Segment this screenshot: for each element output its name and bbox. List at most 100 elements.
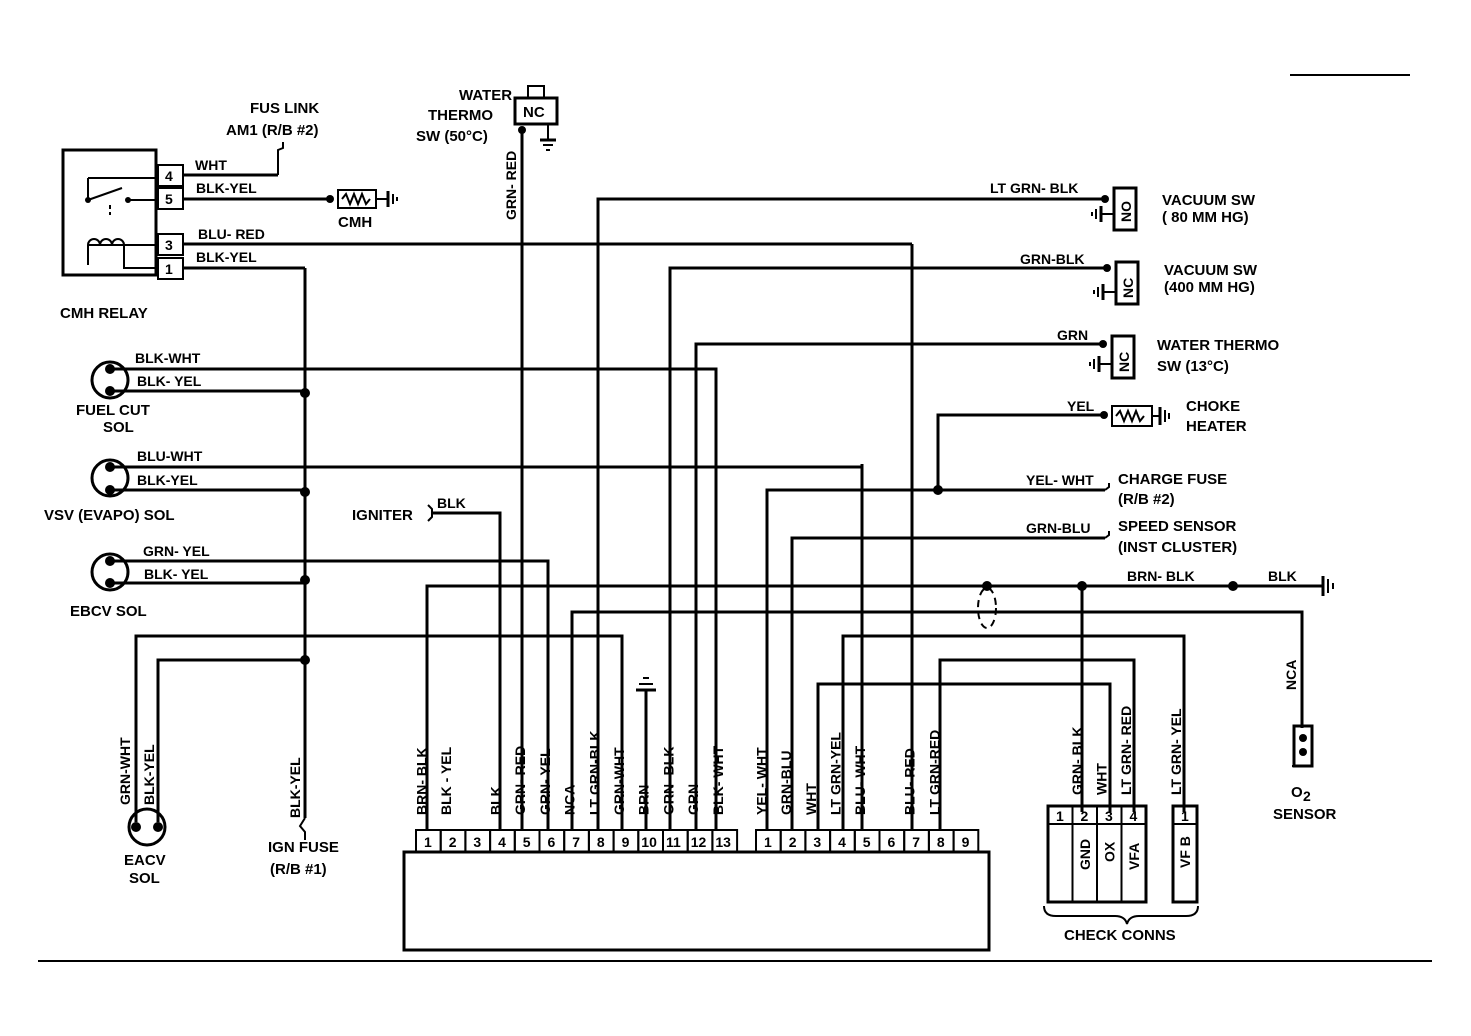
ecu-left-wire-label: BLK [487, 786, 503, 815]
ecu-left-wire-label: BRN [636, 785, 652, 815]
relay-pin-1: 1 [165, 261, 173, 277]
ecu-right-wire-label: LT GRN-YEL [827, 732, 843, 815]
ebcv-sol-label: EBCV SOL [70, 603, 147, 620]
nc-badge: NC [523, 104, 545, 121]
ecu-right-wire-label: BLU- RED [902, 748, 918, 815]
ecu-left-wire-label: BLK - YEL [438, 746, 454, 815]
choke-heater: YEL CHOKE HEATER [936, 398, 1247, 490]
ecu-ground [636, 677, 656, 830]
ecu-left-pin-number: 13 [715, 834, 731, 850]
check-conns-label: CHECK CONNS [1064, 927, 1176, 944]
nc-badge-400: NC [1120, 278, 1136, 298]
wire-yel-wht-label: YEL- WHT [1026, 472, 1094, 488]
ecu-left-pin-number: 9 [622, 834, 630, 850]
wire-blk-wht-fuel-label: BLK-WHT [135, 350, 201, 366]
water-thermo-13-label-b: SW (13°C) [1157, 358, 1229, 375]
speed-sensor-label-a: SPEED SENSOR [1118, 518, 1237, 535]
o2-sensor-label-a: O [1291, 784, 1303, 801]
ecu-left-wire-label: BLK- WHT [710, 745, 726, 815]
ecu-left-pin-number: 6 [548, 834, 556, 850]
lt-grn-red-wire [938, 658, 1136, 830]
ecu-right-pin-number: 2 [789, 834, 797, 850]
ecu-right-wire-label: LT GRN-RED [926, 730, 942, 815]
eacv-label-a: EACV [124, 852, 166, 869]
check-right-wire-label: LT GRN- YEL [1168, 708, 1184, 795]
ecu-right-wire-label: YEL- WHT [753, 747, 769, 815]
cmh-label: CMH [338, 214, 372, 231]
vsv-evapo-sol: BLU-WHT BLK-YEL VSV (EVAPO) SOL [44, 448, 862, 524]
check-wire-label: GRN- BLK [1069, 727, 1085, 795]
water-thermo-50-label-c: SW (50°C) [416, 128, 488, 145]
wire-blk-yel-eacv-label: BLK-YEL [141, 744, 157, 805]
wire-blk-yel-ign-label: BLK-YEL [287, 757, 303, 818]
wire-blk-yel-label: BLK-YEL [196, 180, 257, 196]
charge-fuse: YEL- WHT CHARGE FUSE (R/B #2) [765, 471, 1227, 830]
ecu-right-pin-number: 1 [764, 834, 772, 850]
wire-yel-label: YEL [1067, 398, 1095, 414]
ign-fuse-label: IGN FUSE [268, 839, 339, 856]
charge-fuse-label-a: CHARGE FUSE [1118, 471, 1227, 488]
wire-blk-yel-1-label: BLK-YEL [196, 249, 257, 265]
wire-blk-yel-vsv-label: BLK-YEL [137, 472, 198, 488]
wire-grn-wht-eacv-label: GRN-WHT [117, 737, 133, 805]
ecu-left-pin-number: 4 [498, 834, 506, 850]
check-right-pin-number: 1 [1181, 808, 1189, 824]
igniter: IGNITER BLK [352, 495, 502, 830]
ecu-left-wire-label: GRN- RED [512, 746, 528, 815]
ecu-left-wire-label: BRN- BLK [413, 747, 429, 815]
wht-wire [816, 682, 1112, 830]
vacuum-sw-80: LT GRN- BLK NO VACUUM SW ( 80 MM HG) [596, 180, 1256, 830]
wire-blk-label: BLK [1268, 568, 1297, 584]
wire-lt-grn-blk-label: LT GRN- BLK [990, 180, 1078, 196]
water-thermo-50-label-b: THERMO [428, 107, 493, 124]
check-signal-name: GND [1077, 839, 1093, 870]
ecu-right-pin-number: 3 [813, 834, 821, 850]
relay-wires: FUS LINK AM1 (R/B #2) WHT BLK-YEL CMH BL… [183, 100, 912, 270]
check-pin-cell [1172, 805, 1198, 825]
wire-nca-label: NCA [1283, 660, 1299, 690]
check-pin-number: 3 [1105, 808, 1113, 824]
ecu-right-wire-label: BLU- WHT [852, 745, 868, 815]
no-badge: NO [1118, 201, 1134, 222]
relay-pin-4: 4 [165, 168, 173, 184]
ecu-right-wire-label: GRN-BLU [778, 750, 794, 815]
vacuum-sw-400-label-b: (400 MM HG) [1164, 279, 1255, 296]
lt-grn-yel-wire [841, 634, 1186, 830]
eacv-label-b: SOL [129, 870, 160, 887]
check-right-signal-name: VF B [1177, 836, 1193, 868]
check-wire-label: WHT [1093, 763, 1109, 795]
water-thermo-50-label-a: WATER [459, 87, 512, 104]
ecu-left-pin-number: 2 [449, 834, 457, 850]
wire-grn-label: GRN [1057, 327, 1088, 343]
ecu-left-pin-number: 1 [424, 834, 432, 850]
ecu-right-pin-number: 4 [838, 834, 846, 850]
speed-sensor: GRN-BLU SPEED SENSOR (INST CLUSTER) [790, 518, 1237, 830]
fuel-cut-sol: BLK-WHT BLK- YEL FUEL CUT SOL [76, 350, 718, 830]
ecu-right-pin-number: 7 [912, 834, 920, 850]
speed-sensor-label-b: (INST CLUSTER) [1118, 539, 1237, 556]
relay-pin-5: 5 [165, 191, 173, 207]
vacuum-sw-400-label-a: VACUUM SW [1164, 262, 1258, 279]
wire-grn-blu-label: GRN-BLU [1026, 520, 1091, 536]
ecu-left-pin-number: 3 [473, 834, 481, 850]
wire-blk-yel-fuel-label: BLK- YEL [137, 373, 202, 389]
ecu-left-pin-number: 12 [691, 834, 707, 850]
choke-heater-label-a: CHOKE [1186, 398, 1240, 415]
water-thermo-sw-13: GRN NC WATER THERMO SW (13°C) [694, 327, 1280, 830]
vacuum-sw-400: GRN-BLK NC VACUUM SW (400 MM HG) [668, 251, 1258, 830]
water-thermo-sw-50: WATER THERMO SW (50°C) NC [416, 85, 559, 151]
wire-blk-igniter-label: BLK [437, 495, 466, 511]
choke-heater-label-b: HEATER [1186, 418, 1247, 435]
ecu-left-wire-label: GRN-WHT [611, 747, 627, 815]
fuel-cut-label-a: FUEL CUT [76, 402, 150, 419]
ecu-left-pin-number: 11 [666, 834, 681, 850]
cmh-relay: 4 5 3 1 CMH RELAY [60, 148, 184, 322]
ign-fuse-sub-label: (R/B #1) [270, 861, 327, 878]
check-pin-number: 2 [1081, 808, 1089, 824]
wire-brn-blk-label: BRN- BLK [1127, 568, 1195, 584]
ecu-left-pin-number: 10 [641, 834, 657, 850]
check-pin-number: 1 [1056, 808, 1064, 824]
charge-fuse-label-b: (R/B #2) [1118, 491, 1175, 508]
